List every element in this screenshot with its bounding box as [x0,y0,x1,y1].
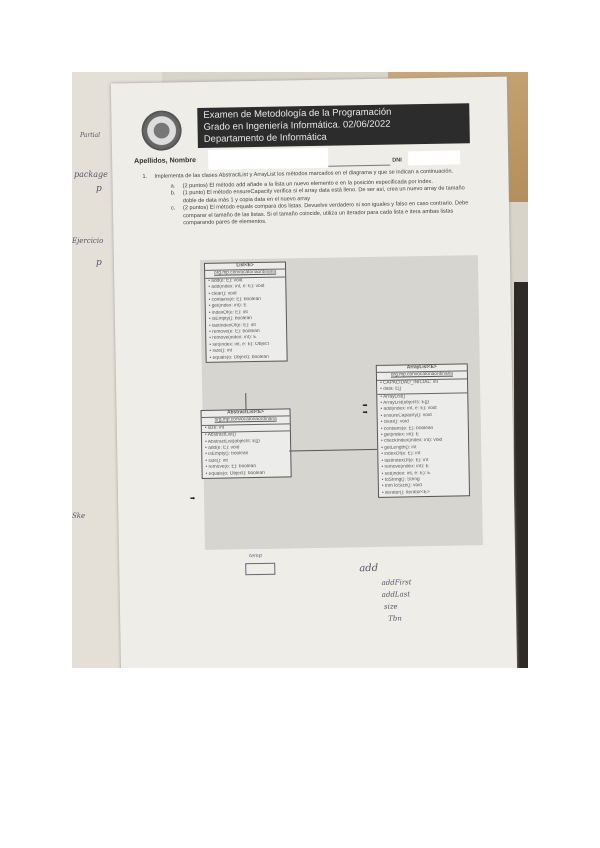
document-photo: Partial package p Ejercicio p Ske Examen… [72,72,528,668]
dark-edge [514,282,528,668]
dni-label: DNI [392,157,402,164]
handwritten-note: add [359,562,379,575]
uml-member: • equals(o: Object): boolean [205,470,265,477]
inheritance-line [289,448,378,452]
exam-header: Examen de Metodología de la Programación… [197,103,470,148]
handwritten-sketch [245,562,276,576]
margin-note: Ejercicio [72,237,104,245]
uml-diagram: List<E> org.mp.convocatoriaordinaria • a… [190,255,483,550]
marker-arrow-icon: ➡ [362,403,368,410]
name-line [328,164,391,167]
handwritten-note: Tbn [388,614,402,623]
item-letter: c. [170,205,176,212]
margin-note: p [96,184,102,194]
inheritance-arrow [245,393,247,410]
handwritten-note: addLast [381,590,411,599]
handwritten-note: temp [249,552,263,560]
margin-note: package [74,170,108,179]
uml-class-list: List<E> org.mp.convocatoriaordinaria • a… [203,261,288,363]
exam-sheet: Examen de Metodología de la Programación… [110,76,518,668]
uml-class-arraylist: ArrayList<E> org.mp.convocatoriaordinari… [375,363,471,499]
name-label: Apellidos, Nombre [134,157,197,166]
handwritten-note: size [383,602,398,611]
university-seal-icon [141,110,182,151]
handwritten-note: addFirst [381,578,412,587]
redacted-name [207,147,329,170]
margin-note: p [96,258,102,268]
margin-note: Ske [72,512,86,520]
item-c: (2 puntos) El método equals compara dos … [182,200,469,227]
uml-member: • equals(o: Object): boolean [209,354,269,361]
marker-arrow-icon: ➡ [362,410,368,417]
uml-class-abstractlist: AbstractList<E> org.mp.convocatoriaordin… [200,408,292,480]
marker-arrow-icon: ➡ [190,496,196,503]
question-block: 1. Implementa de las clases AbstractList… [142,168,473,228]
item-letter: b. [170,190,176,197]
uml-member: • iterator(): Iterator<E> [381,489,430,496]
question-number: 1. [142,173,148,180]
margin-note: Partial [80,132,101,139]
redacted-dni [408,150,461,166]
